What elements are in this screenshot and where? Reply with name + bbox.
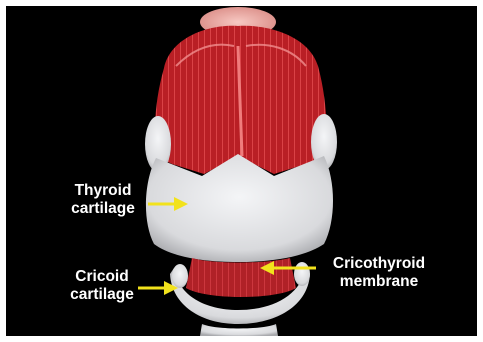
diagram-panel: Thyroid cartilage Cricoid cartilage Cric… xyxy=(6,6,477,336)
thyroid-cartilage-label: Thyroid cartilage xyxy=(60,182,146,218)
cricoid-side-right xyxy=(294,262,310,286)
thyroid-label-line2: cartilage xyxy=(60,200,146,218)
cricothyroid-membrane-shape xyxy=(186,258,296,297)
cricoid-cartilage-label: Cricoid cartilage xyxy=(62,268,142,304)
thyroid-label-line1: Thyroid xyxy=(60,182,146,200)
cricothyroid-label-line1: Cricothyroid xyxy=(319,255,439,273)
cricoid-label-line1: Cricoid xyxy=(62,268,142,286)
cricoid-side-left xyxy=(172,264,188,288)
cricoid-label-line2: cartilage xyxy=(62,286,142,304)
cricothyroid-label-line2: membrane xyxy=(319,273,439,291)
cricothyroid-membrane-label: Cricothyroid membrane xyxy=(319,255,439,291)
trachea-ring xyxy=(200,324,278,336)
thyroid-cartilage-shape xyxy=(146,154,333,262)
